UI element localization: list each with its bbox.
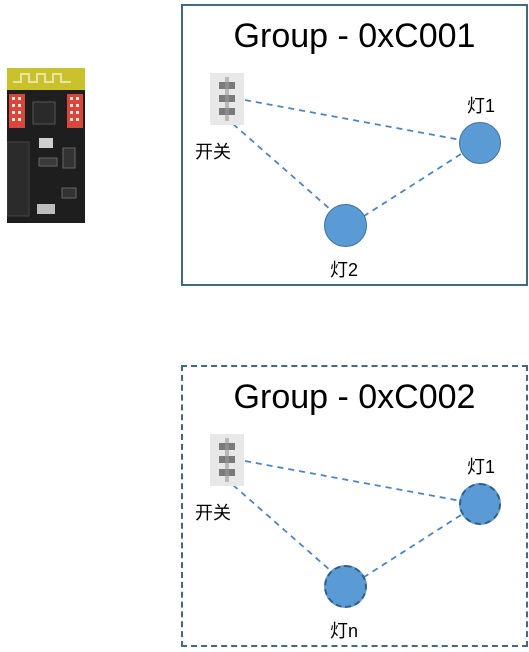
- group-links: [232, 460, 462, 580]
- switch-icon: [210, 434, 244, 486]
- group-links: [232, 99, 462, 219]
- group-box-0xc002: Group - 0xC002 开关 灯1 灯n: [181, 365, 528, 647]
- lamp-1: [459, 483, 501, 525]
- pcb-board-icon: [6, 68, 85, 223]
- link-switch-lamp1: [244, 460, 462, 502]
- lamp-2: [324, 204, 367, 247]
- switch-label: 开关: [195, 142, 231, 162]
- switch-label: 开关: [195, 503, 231, 523]
- link-switch-lampn: [232, 484, 332, 572]
- dev-board-image: [6, 68, 85, 223]
- group-box-0xc001: Group - 0xC001 开关 灯1 灯2: [181, 4, 528, 286]
- group-title: Group - 0xC002: [233, 378, 476, 416]
- link-switch-lamp2: [232, 123, 332, 211]
- group-title: Group - 0xC001: [233, 17, 476, 55]
- lamp-1-label: 灯1: [467, 96, 496, 116]
- switch-icon: [210, 73, 244, 125]
- lamp-1-label: 灯1: [467, 457, 496, 477]
- link-lamp1-lamp2: [360, 153, 462, 219]
- lamp-n: [324, 565, 367, 608]
- lamp-n-label: 灯n: [330, 621, 359, 641]
- link-switch-lamp1: [244, 99, 462, 141]
- lamp-2-label: 灯2: [330, 260, 359, 280]
- lamp-1: [459, 122, 501, 164]
- link-lamp1-lampn: [360, 514, 462, 580]
